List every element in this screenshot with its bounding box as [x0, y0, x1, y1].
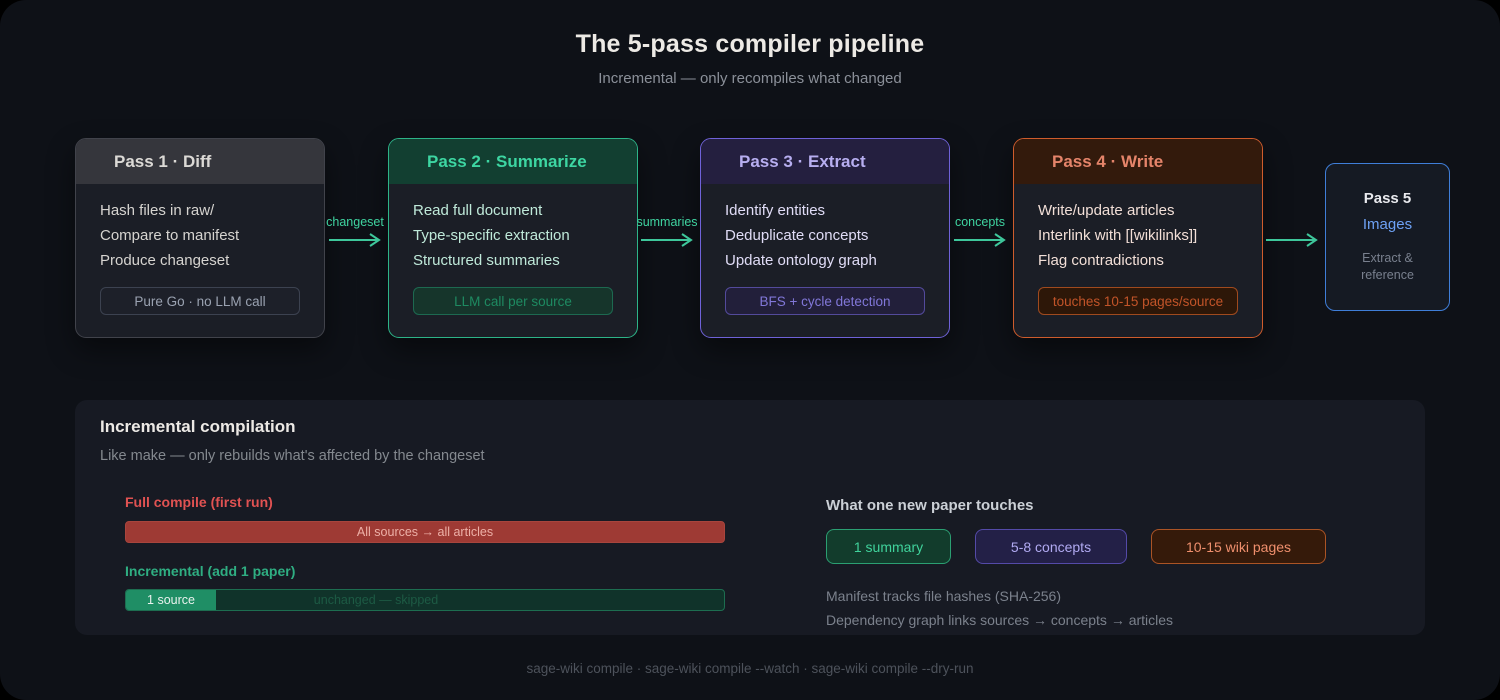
- full-compile-bar: All sources → all articles: [125, 521, 725, 543]
- incremental-skipped-text: unchanged — skipped: [313, 593, 439, 607]
- pass-1-line: Produce changeset: [100, 252, 230, 269]
- incremental-compilation-panel: Incremental compilation Like make — only…: [75, 400, 1425, 635]
- incremental-label: Incremental (add 1 paper): [125, 563, 296, 579]
- pass-1-line: Hash files in raw/: [100, 202, 215, 219]
- dependency-note: Dependency graph links sources → concept…: [826, 612, 1174, 628]
- pass-1-line: Compare to manifest: [100, 227, 240, 244]
- touches-chips: 1 summary 5-8 concepts 10-15 wiki pages: [826, 529, 1326, 564]
- right-arrow-icon: [329, 233, 381, 247]
- flow-arrow-3-label: concepts: [954, 215, 1006, 229]
- right-arrow-icon: [954, 233, 1006, 247]
- panel-subtitle: Like make — only rebuilds what's affecte…: [100, 448, 485, 464]
- pass-5-subtitle: Images: [1362, 216, 1413, 233]
- pass-2-card: Pass 2 · Summarize Read full document Ty…: [388, 138, 638, 338]
- chip-wiki-pages: 10-15 wiki pages: [1151, 529, 1326, 564]
- incremental-source-segment: 1 source: [126, 590, 216, 610]
- page-subtitle: Incremental — only recompiles what chang…: [598, 70, 902, 87]
- flow-arrow-2: summaries: [636, 214, 698, 248]
- flow-arrow-4-label: [1261, 214, 1323, 230]
- incremental-bar: unchanged — skipped 1 source: [125, 589, 725, 611]
- pass-4-card: Pass 4 · Write Write/update articles Int…: [1013, 138, 1263, 338]
- pass-4-line: Write/update articles: [1038, 202, 1175, 219]
- pass-4-title: Pass 4 · Write: [1014, 139, 1262, 184]
- page-title: The 5-pass compiler pipeline: [575, 30, 925, 58]
- pass-2-line: Structured summaries: [413, 252, 560, 269]
- pass-2-badge: LLM call per source: [413, 287, 613, 315]
- flow-arrow-2-label: summaries: [636, 215, 698, 229]
- pass-2-title: Pass 2 · Summarize: [389, 139, 637, 184]
- pass-1-title: Pass 1 · Diff: [76, 139, 324, 184]
- pass-3-title: Pass 3 · Extract: [701, 139, 949, 184]
- flow-arrow-4: [1261, 214, 1323, 248]
- pass-3-line: Update ontology graph: [725, 252, 877, 269]
- flow-arrow-1-label: changeset: [326, 215, 384, 229]
- pass-3-line: Identify entities: [725, 202, 826, 219]
- compile-bars-column: Full compile (first run) All sources → a…: [125, 494, 725, 611]
- flow-arrow-1: changeset: [324, 214, 386, 248]
- pass-5-card: Pass 5 Images Extract & reference: [1325, 163, 1450, 311]
- pass-2-line: Read full document: [413, 202, 543, 219]
- manifest-note: Manifest tracks file hashes (SHA-256): [826, 588, 1061, 604]
- right-arrow-icon: [1266, 233, 1318, 247]
- pass-3-badge: BFS + cycle detection: [725, 287, 925, 315]
- pass-3-body: Identify entities Deduplicate concepts U…: [701, 184, 949, 315]
- chip-summary: 1 summary: [826, 529, 951, 564]
- pass-2-line: Type-specific extraction: [413, 227, 570, 244]
- full-compile-label: Full compile (first run): [125, 494, 273, 510]
- pass-5-title: Pass 5: [1363, 190, 1412, 207]
- pass-4-line: Interlink with [[wikilinks]]: [1038, 227, 1198, 244]
- pass-4-body: Write/update articles Interlink with [[w…: [1014, 184, 1262, 315]
- flow-arrow-3: concepts: [949, 214, 1011, 248]
- pass-3-line: Deduplicate concepts: [725, 227, 869, 244]
- pass-1-card: Pass 1 · Diff Hash files in raw/ Compare…: [75, 138, 325, 338]
- touches-title: What one new paper touches: [826, 497, 1034, 514]
- pass-4-badge: touches 10-15 pages/source: [1038, 287, 1238, 315]
- pass-2-body: Read full document Type-specific extract…: [389, 184, 637, 315]
- pass-5-note: Extract & reference: [1361, 251, 1414, 282]
- right-arrow-icon: [641, 233, 693, 247]
- paper-touches-column: What one new paper touches 1 summary 5-8…: [826, 497, 1326, 632]
- footer-commands: sage-wiki compile · sage-wiki compile --…: [526, 661, 974, 676]
- pass-1-body: Hash files in raw/ Compare to manifest P…: [76, 184, 324, 315]
- pass-1-badge: Pure Go · no LLM call: [100, 287, 300, 315]
- panel-title: Incremental compilation: [100, 417, 296, 436]
- pass-4-line: Flag contradictions: [1038, 252, 1164, 269]
- chip-concepts: 5-8 concepts: [975, 529, 1127, 564]
- pass-3-card: Pass 3 · Extract Identify entities Dedup…: [700, 138, 950, 338]
